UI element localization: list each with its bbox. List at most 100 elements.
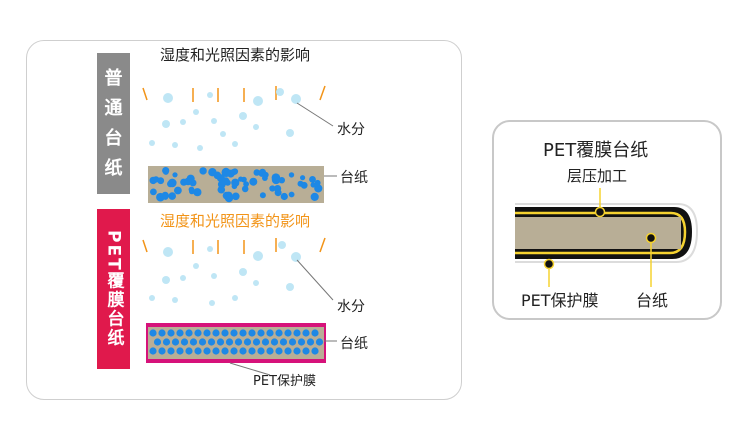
water-drops-top [149, 88, 301, 151]
lamination-marker [594, 206, 606, 218]
moisture-dot [248, 347, 256, 355]
moisture-dot [149, 329, 157, 337]
moisture-dot [310, 182, 316, 188]
moisture-dot [162, 193, 169, 200]
moisture-dot [216, 338, 225, 346]
moisture-dot [241, 185, 249, 193]
board-marker [645, 232, 657, 244]
moisture-dot [266, 347, 274, 355]
moisture-dot [213, 171, 222, 180]
moisture-dot [284, 347, 292, 355]
moisture-dot [274, 189, 282, 197]
moisture-dot [311, 347, 319, 355]
moisture-dot [194, 329, 202, 337]
water-label-bottom: 水分 [337, 299, 365, 315]
moisture-dot [149, 347, 157, 355]
moisture-dot [252, 338, 261, 346]
moisture-dot [239, 347, 247, 355]
moisture-dot [238, 176, 244, 182]
sealed-moisture-dots [149, 329, 324, 355]
moisture-dot [198, 338, 207, 346]
moisture-dot [249, 177, 258, 186]
moisture-dot [186, 174, 195, 183]
moisture-dot [157, 177, 165, 185]
moisture-dot [163, 169, 169, 175]
moisture-dot [280, 192, 288, 201]
top-title: 湿度和光照因素的影响 [160, 46, 311, 64]
water-label-top: 水分 [337, 122, 365, 138]
moisture-dot [230, 347, 238, 355]
water-drops-bottom [149, 241, 301, 306]
moisture-dot [284, 329, 292, 337]
laminated-board-section [515, 203, 699, 263]
moisture-dot [222, 191, 231, 200]
moisture-dot [270, 338, 279, 346]
board-label-bottom: 台纸 [340, 336, 368, 352]
moisture-dot [231, 178, 240, 187]
moisture-dot [212, 347, 220, 355]
moisture-dot [185, 329, 193, 337]
moisture-dot [309, 176, 316, 183]
pet-film-label-left: PET保护膜 [253, 374, 316, 389]
light-rays-bottom [142, 237, 326, 254]
moisture-dot [199, 167, 207, 175]
moisture-dot [167, 180, 174, 188]
moisture-dot [293, 347, 301, 355]
moisture-dot [310, 192, 319, 201]
moisture-dot [168, 192, 176, 200]
moisture-dot [262, 171, 269, 178]
pet-film-marker [543, 258, 555, 270]
moisture-dot [203, 347, 211, 355]
moisture-dot [176, 347, 184, 355]
moisture-dot [156, 192, 165, 202]
moisture-dot [167, 329, 175, 337]
light-rays-top [142, 85, 326, 102]
moisture-dot [275, 347, 283, 355]
moisture-dot [171, 338, 180, 346]
moisture-dot [158, 347, 166, 355]
lamination-label: 层压加工 [567, 167, 628, 185]
moisture-dot [217, 180, 226, 189]
moisture-dot [189, 188, 195, 195]
moisture-dot [232, 192, 240, 201]
normal-board-label-text: 普通台纸 [104, 67, 123, 179]
moisture-dot [193, 188, 202, 197]
moisture-dot [297, 338, 306, 346]
moisture-dot [315, 186, 322, 193]
moisture-dot [150, 188, 157, 196]
normal-board-label: 普通台纸 [97, 53, 130, 194]
moisture-dot [221, 329, 229, 337]
moisture-dot [302, 347, 310, 355]
right-title: PET覆膜台纸 [543, 140, 649, 161]
moisture-dot [259, 192, 266, 199]
moisture-dot [253, 169, 261, 176]
moisture-dot [221, 167, 231, 177]
moisture-dot [230, 168, 238, 176]
moisture-dot [174, 186, 182, 195]
moisture-dot [221, 347, 229, 355]
moisture-dot [158, 329, 166, 337]
pet-board-label-text: PET覆膜台纸 [103, 230, 124, 348]
moisture-dot [279, 338, 288, 346]
moisture-dot [194, 347, 202, 355]
moisture-dot [153, 338, 162, 346]
moisture-dot [225, 338, 234, 346]
water-leader-top [296, 102, 334, 127]
pet-film-label-right: PET保护膜 [521, 291, 599, 310]
absorbed-moisture-dots [149, 167, 323, 203]
pet-board-label: PET覆膜台纸 [97, 209, 130, 369]
moisture-dot [230, 329, 238, 337]
pet-film-leader [229, 362, 271, 376]
moisture-dot [306, 338, 315, 346]
moisture-dot [176, 329, 184, 337]
moisture-dot [269, 185, 276, 192]
moisture-dot [212, 329, 220, 337]
board-label-top: 台纸 [340, 170, 368, 186]
moisture-dot [288, 172, 295, 178]
moisture-dot [207, 338, 216, 346]
moisture-dot [275, 329, 283, 337]
moisture-dot [311, 329, 319, 337]
moisture-dot [257, 329, 265, 337]
water-leader-bottom [296, 259, 334, 301]
